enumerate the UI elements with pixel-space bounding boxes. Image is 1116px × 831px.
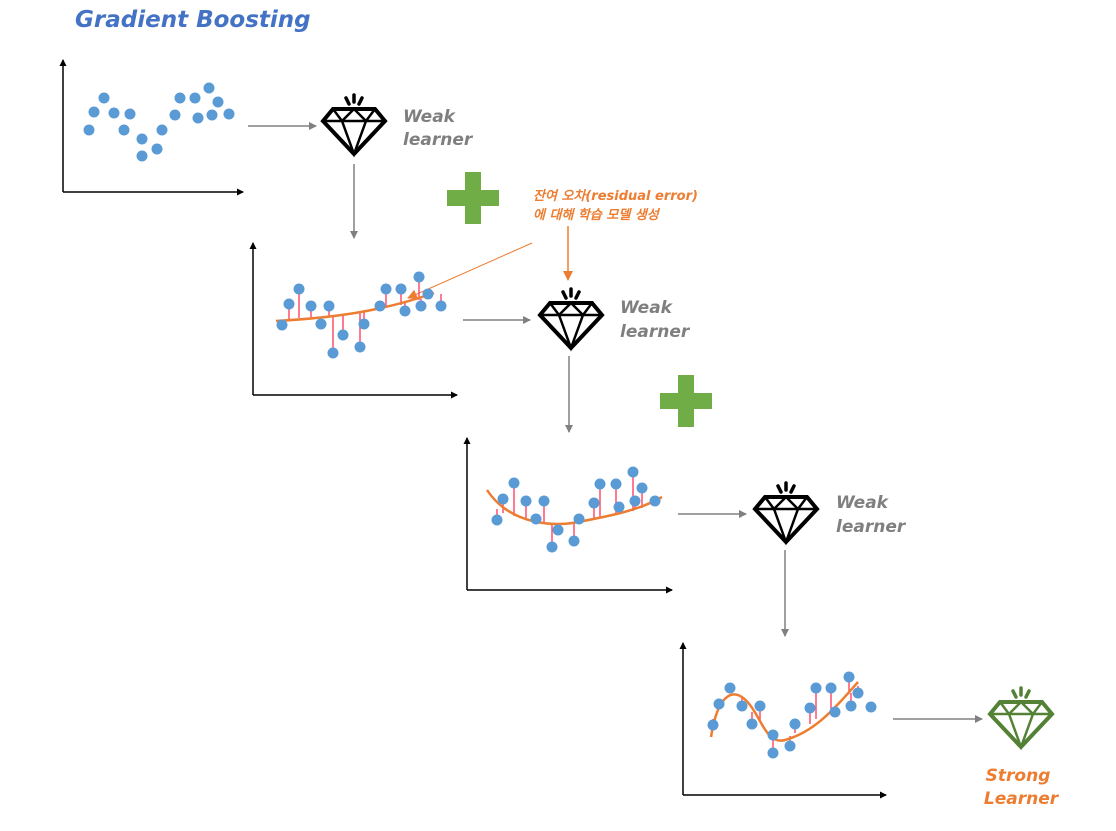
data-point (713, 698, 725, 710)
data-point (374, 300, 386, 312)
data-point (594, 478, 606, 490)
data-point (724, 682, 736, 694)
data-point (98, 92, 110, 104)
scatter-panel-1 (59, 59, 244, 196)
data-point (156, 124, 168, 136)
data-point (174, 92, 186, 104)
weak-learner-label: Weak learner (620, 298, 691, 342)
data-point (118, 124, 130, 136)
data-point (283, 298, 295, 310)
plus-icon (660, 375, 712, 427)
data-point (413, 271, 425, 283)
data-point (852, 687, 864, 699)
data-point (767, 747, 779, 759)
strong-learner-diamond-icon (988, 686, 1054, 749)
data-point (588, 497, 600, 509)
data-point (83, 124, 95, 136)
data-point (88, 106, 100, 118)
residual-note: 잔여 오차(residual error) 에 대해 학습 모델 생성 (533, 188, 703, 223)
data-point (337, 329, 349, 341)
data-point (767, 729, 779, 741)
data-point (845, 700, 857, 712)
data-point (422, 288, 434, 300)
weak-learner-label: Weak learner (836, 493, 907, 537)
data-point (327, 347, 339, 359)
data-point (212, 96, 224, 108)
data-point (804, 702, 816, 714)
data-point (497, 493, 509, 505)
data-point (223, 108, 235, 120)
data-point (530, 513, 542, 525)
data-point (508, 477, 520, 489)
data-points (276, 271, 447, 359)
data-point (546, 541, 558, 553)
data-point (276, 319, 288, 331)
data-point (435, 300, 447, 312)
data-point (610, 478, 622, 490)
data-point (399, 305, 411, 317)
data-point (305, 300, 317, 312)
data-points (707, 671, 877, 759)
data-points (83, 82, 235, 162)
strong-learner-label: Strong Learner (984, 766, 1060, 809)
data-point (789, 718, 801, 730)
scatter-panel-4 (679, 642, 887, 799)
data-point (520, 495, 532, 507)
data-point (843, 671, 855, 683)
scatter-panel-2 (249, 242, 458, 399)
data-point (136, 133, 148, 145)
data-point (124, 108, 136, 120)
data-point (613, 501, 625, 513)
data-points (491, 466, 661, 553)
data-point (552, 524, 564, 536)
data-point (649, 495, 661, 507)
data-point (315, 318, 327, 330)
data-point (108, 107, 120, 119)
data-point (203, 82, 215, 94)
data-point (810, 682, 822, 694)
data-point (746, 718, 758, 730)
data-point (151, 143, 163, 155)
data-point (491, 514, 503, 526)
data-point (323, 300, 335, 312)
weak-learner-label: Weak learner (403, 107, 474, 150)
data-point (136, 150, 148, 162)
data-point (380, 283, 392, 295)
data-point (293, 283, 305, 295)
data-point (736, 700, 748, 712)
diamond-icon (753, 481, 819, 544)
diamond-icon (321, 93, 387, 156)
page-title: Gradient Boosting (75, 7, 311, 33)
data-point (192, 112, 204, 124)
data-point (415, 300, 427, 312)
fit-curve (709, 681, 859, 742)
scatter-panel-3 (463, 437, 673, 594)
data-point (636, 482, 648, 494)
data-point (754, 700, 766, 712)
fit-curve (275, 291, 435, 323)
plus-icon (447, 172, 499, 224)
data-point (169, 109, 181, 121)
data-point (395, 283, 407, 295)
data-point (538, 495, 550, 507)
diamond-icon (538, 287, 604, 350)
residual-lines (281, 277, 442, 353)
data-point (829, 706, 841, 718)
data-point (707, 719, 719, 731)
data-point (629, 495, 641, 507)
data-point (627, 466, 639, 478)
data-point (865, 701, 877, 713)
data-point (189, 92, 201, 104)
data-point (573, 513, 585, 525)
data-point (354, 341, 366, 353)
data-point (206, 109, 218, 121)
data-point (358, 318, 370, 330)
data-point (825, 682, 837, 694)
data-point (784, 740, 796, 752)
data-point (568, 535, 580, 547)
